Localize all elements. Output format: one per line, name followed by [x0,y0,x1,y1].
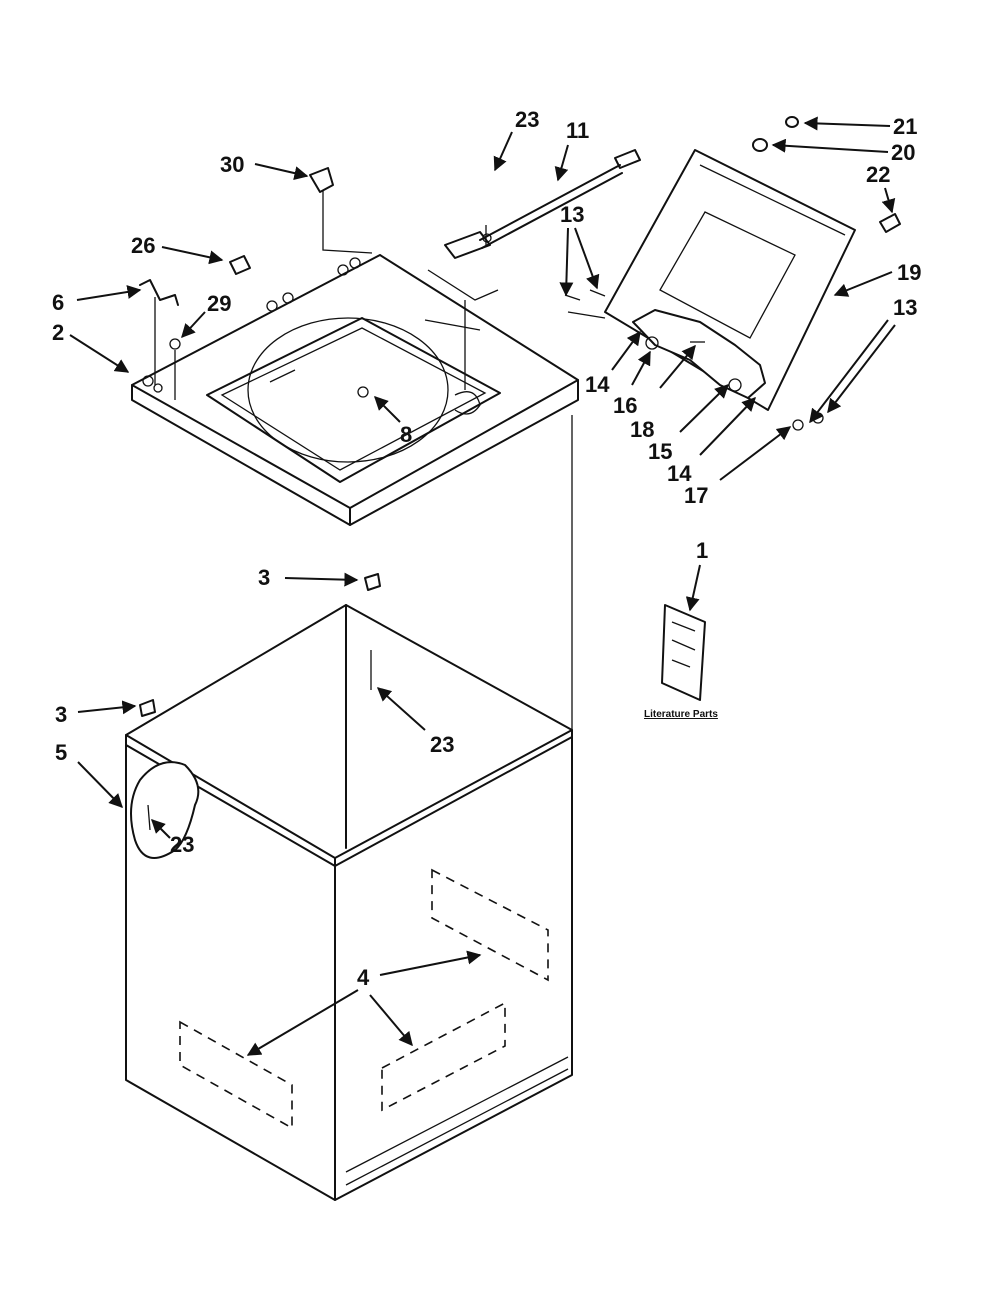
callout-6: 6 [52,290,64,315]
callout-3-left: 3 [55,702,67,727]
callout-23-left: 23 [170,832,194,857]
callout-16: 16 [613,393,637,418]
callout-20: 20 [891,140,915,165]
part-26-clip [229,255,251,275]
leader-harness [424,319,481,331]
callout-2: 2 [52,320,64,345]
leader-30 [322,190,373,254]
part-22-screw [879,213,901,233]
callout-17: 17 [684,483,708,508]
callout-30: 30 [220,152,244,177]
callout-23-top: 23 [515,107,539,132]
part-3-clip-right [364,573,381,591]
part-21-washer [785,116,799,128]
callout-18: 18 [630,417,654,442]
callout-22: 22 [866,162,890,187]
part-20-nut [752,138,768,152]
callout-19: 19 [897,260,921,285]
callout-5: 5 [55,740,67,765]
literature-caption: Literature Parts [644,709,718,720]
part-13-screw-right [589,289,606,297]
part-29-grommet [169,338,181,350]
callout-3-right: 3 [258,565,270,590]
callout-26: 26 [131,233,155,258]
lid [567,149,856,411]
part-13-screw-left [564,294,581,301]
callout-4: 4 [357,965,370,990]
callout-8: 8 [400,422,412,447]
callout-14-right: 14 [667,461,692,486]
callout-14-left: 14 [585,372,610,397]
literature-booklet [661,604,706,701]
cabinet [125,415,573,1201]
callout-23-mid: 23 [430,732,454,757]
callout-21: 21 [893,114,917,139]
callout-13-top: 13 [560,202,584,227]
callout-29: 29 [207,291,231,316]
part-30-clip [309,167,334,193]
callout-arrows [69,116,896,1056]
part-13-screw-a [792,419,804,431]
callout-15: 15 [648,439,672,464]
callout-labels: 21 20 22 19 13 13 23 11 30 26 6 29 2 8 1… [52,107,921,990]
top-panel [131,254,579,526]
callout-1: 1 [696,538,708,563]
part-3-clip-left [139,699,156,717]
callout-13-right: 13 [893,295,917,320]
lid-switch-harness [427,149,641,301]
callout-11: 11 [566,118,589,143]
part-6-bracket [139,279,179,306]
